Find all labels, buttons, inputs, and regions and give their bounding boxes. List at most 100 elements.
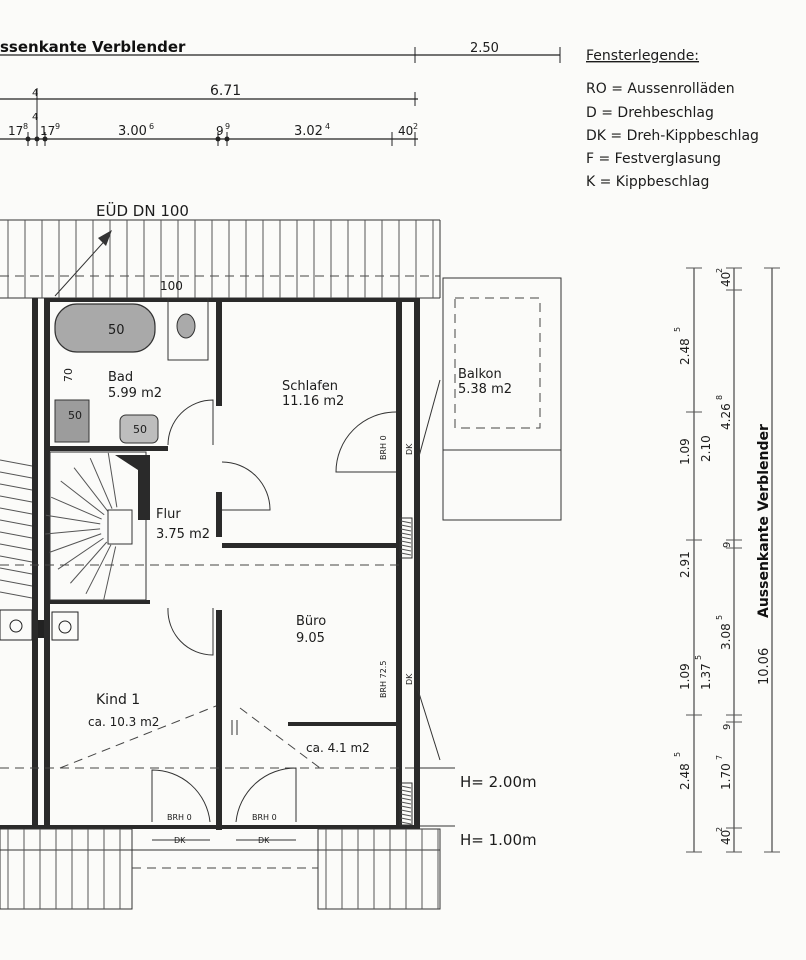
radiator-fin — [400, 785, 412, 789]
stair-tread — [45, 514, 101, 525]
stair-tread — [85, 544, 112, 595]
r-col2-137: 1.37 — [699, 663, 713, 690]
dk-buero: DK — [405, 673, 414, 685]
stair-tread — [0, 483, 33, 491]
radiator-fin — [400, 552, 412, 556]
balkon-area: 5.38 m2 — [458, 382, 512, 397]
r-col1-248b-sup: 5 — [673, 752, 682, 757]
radiator-fin — [400, 544, 412, 548]
kind1-room: Kind 1 ca. 10.3 m2 BRH 0 BRH 0 DK DK — [0, 692, 440, 845]
kind1-area: ca. 10.3 m2 — [88, 715, 159, 729]
r-col2-210: 2.10 — [699, 435, 713, 462]
bathtub-label: 50 — [108, 323, 125, 338]
r-col2-40b-sup: 2 — [715, 827, 724, 832]
balcony: Balkon 5.38 m2 — [442, 277, 562, 521]
outer-edge-label: ssenkante Verblender — [0, 38, 186, 56]
schlafen-room: Schlafen 11.16 m2 BRH 0 DK — [282, 379, 441, 473]
r-col2-170: 1.70 — [719, 763, 733, 790]
stair-tread — [73, 467, 109, 512]
stair-tread — [0, 519, 33, 527]
stair-tread — [107, 452, 118, 508]
buero-room: Büro 9.05 BRH 72.5 DK ca. 4.1 m2 — [296, 614, 441, 761]
stair-tread — [0, 543, 33, 551]
balkon-name: Balkon — [458, 367, 502, 382]
bad-name: Bad — [108, 370, 133, 385]
r-col1-291: 2.91 — [678, 551, 692, 578]
dk-schlafen: DK — [405, 443, 414, 455]
brh-kind-1: BRH 0 — [167, 813, 192, 822]
stair-tread — [57, 537, 104, 570]
dim-300-sup: 6 — [149, 122, 154, 131]
stair-tread — [0, 459, 33, 467]
radiator-fin — [400, 528, 412, 532]
buero-area: 9.05 — [296, 631, 325, 646]
dim-302-sup: 4 — [325, 122, 330, 131]
radiator-fin — [400, 821, 412, 825]
r-col2-40a-sup: 2 — [715, 268, 724, 273]
stair-tread — [50, 496, 102, 520]
extra-area: ca. 4.1 m2 — [306, 741, 370, 755]
radiator-fin — [400, 793, 412, 797]
radiator-fin — [400, 536, 412, 540]
r-col1-248a-sup: 5 — [673, 327, 682, 332]
legend-item-f: F = Festverglasung — [586, 151, 721, 167]
height-markers: H= 2.00m H= 1.00m — [420, 767, 537, 849]
dim-40-sup: 2 — [413, 122, 418, 131]
legend-item-dk: DK = Dreh-Kippbeschlag — [586, 128, 759, 144]
walls — [0, 298, 420, 830]
height-200: H= 2.00m — [460, 773, 537, 791]
r-col1-109a: 1.09 — [678, 438, 692, 465]
stair-tread — [0, 591, 33, 599]
brh-schlafen: BRH 0 — [379, 435, 388, 460]
radiator-fin — [400, 797, 412, 801]
dim-17b: 17 — [40, 124, 55, 138]
legend-item-ro: RO = Aussenrolläden — [586, 81, 735, 97]
r-col1-248a: 2.48 — [678, 338, 692, 365]
radiator-fin — [400, 817, 412, 821]
r-col2-40a: 40 — [719, 272, 733, 287]
legend-title: Fensterlegende: — [586, 48, 699, 64]
stair-tread — [0, 555, 33, 563]
r-col3-426: 4.26 — [719, 403, 733, 430]
dim-9-sup: 9 — [225, 122, 230, 131]
stair-tread — [0, 471, 33, 479]
stair-tread — [0, 495, 33, 503]
dim-302: 3.02 — [294, 124, 323, 139]
bad-area: 5.99 m2 — [108, 386, 162, 401]
buero-name: Büro — [296, 614, 326, 629]
r-col2-137-sup: 5 — [694, 655, 703, 660]
r-col1-109b: 1.09 — [678, 663, 692, 690]
radiators — [399, 517, 413, 826]
drain-annotation: EÜD DN 100 — [54, 201, 189, 297]
drain-label: EÜD DN 100 — [96, 201, 189, 220]
r-col2-9a: 9 — [722, 542, 733, 548]
radiator-fin — [400, 548, 412, 552]
stair-tread — [70, 541, 108, 584]
stair-tread — [0, 507, 33, 515]
dk-kind-1: DK — [174, 836, 186, 845]
roof-hatch-bottom — [0, 828, 441, 910]
r-col2-40b: 40 — [719, 830, 733, 845]
flur-name: Flur — [156, 507, 181, 522]
radiator-fin — [400, 813, 412, 817]
flur: Flur 3.75 m2 — [0, 399, 400, 656]
legend-item-d: D = Drehbeschlag — [586, 105, 714, 121]
stair-tread — [60, 480, 105, 516]
wash-left-label: 50 — [68, 409, 82, 422]
dim-300: 3.00 — [118, 124, 147, 139]
r-col1-248b: 2.48 — [678, 763, 692, 790]
stair-tread — [45, 528, 101, 535]
dim-40: 40 — [398, 124, 413, 138]
radiator-fin — [400, 805, 412, 809]
radiator-fin — [400, 532, 412, 536]
dim-9: 9 — [216, 124, 224, 138]
radiator-fin — [400, 540, 412, 544]
schlafen-area: 11.16 m2 — [282, 394, 344, 409]
kind1-name: Kind 1 — [96, 692, 140, 708]
radiator-fin — [400, 520, 412, 524]
bathroom: 50 50 50 70 Bad 5.99 m2 100 — [54, 279, 209, 444]
top-small-2: 4 — [32, 112, 38, 123]
flur-area: 3.75 m2 — [156, 527, 210, 542]
height-100: H= 1.00m — [460, 831, 537, 849]
